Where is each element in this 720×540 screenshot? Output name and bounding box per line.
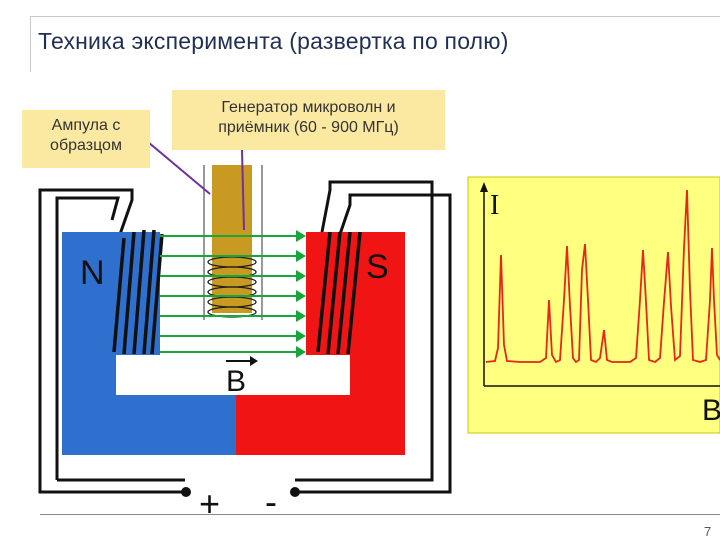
wire-left-inner: [55, 196, 120, 480]
field-line-arrowhead: [296, 230, 306, 242]
field-line-arrowhead: [296, 290, 306, 302]
terminal-plus: [181, 487, 191, 497]
vector-arrow-head: [250, 356, 258, 366]
right-coil: [316, 231, 362, 355]
sample-ampoule: [212, 165, 252, 313]
field-vector-label: B: [226, 365, 246, 398]
ampoule-callout-pointer: [147, 141, 211, 195]
wire-left-outer: [38, 188, 185, 494]
slide-title: Техника эксперимента (развертка по полю): [38, 28, 509, 54]
title-frame-left: [30, 16, 31, 72]
left-coil: [112, 229, 164, 355]
spectrum-y-label: I: [490, 190, 499, 221]
spectrum-x-label: B: [702, 394, 720, 427]
generator-callout: Генератор микроволн и приёмник (60 - 900…: [172, 90, 445, 150]
field-line-arrowhead: [296, 346, 306, 358]
terminal-minus: [290, 487, 300, 497]
ampoule-callout-line1: Ампула с: [51, 117, 121, 134]
page-number: 7: [704, 524, 712, 539]
ampoule-callout: Ампула с образцом: [22, 110, 150, 168]
ampoule-callout-line2: образцом: [50, 137, 122, 154]
field-line-arrowhead: [296, 270, 306, 282]
field-line-arrowhead: [296, 330, 306, 342]
spectrum-y-arrow: [480, 182, 488, 192]
esr-spectrum-trace: [485, 189, 720, 364]
spectrum-panel: [467, 176, 720, 434]
north-label: N: [80, 254, 105, 292]
generator-callout-line1: Генератор микроволн и: [221, 99, 396, 116]
title-frame-top: [30, 16, 720, 17]
magnet-north-pole: [62, 232, 240, 455]
magnetic-field-lines: [160, 230, 306, 358]
generator-callout-pointer: [241, 149, 245, 231]
footer-rule: [40, 514, 720, 515]
plus-sign: +: [199, 483, 220, 524]
minus-sign: -: [265, 481, 277, 522]
field-line-arrowhead: [296, 250, 306, 262]
field-line-arrowhead: [296, 310, 306, 322]
generator-callout-line2: приёмник (60 - 900 МГц): [218, 119, 399, 136]
wire-right-inner: [295, 180, 434, 482]
wire-right-outer: [295, 193, 452, 494]
south-label: S: [366, 248, 389, 286]
